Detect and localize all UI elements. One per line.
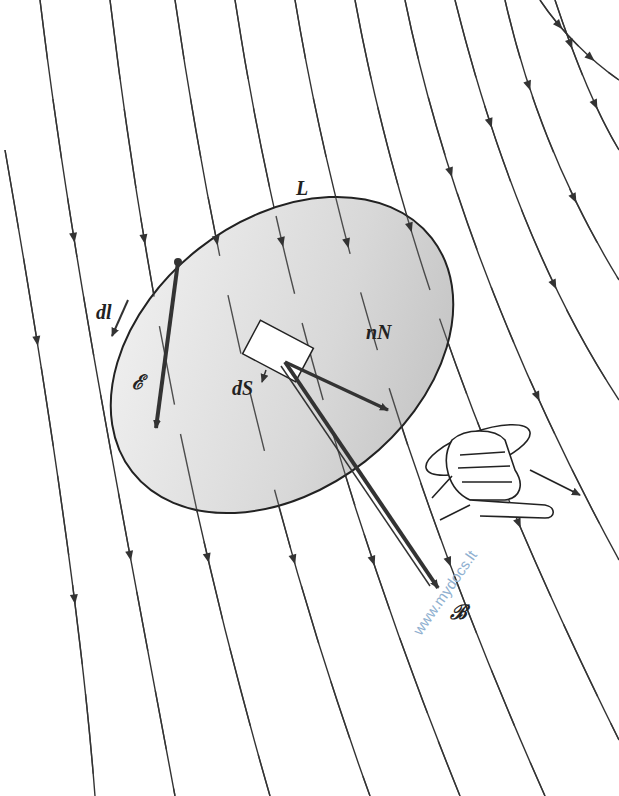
surface-patch bbox=[49, 132, 515, 579]
e-vector bbox=[156, 262, 178, 428]
symbol-label: nN bbox=[366, 322, 392, 342]
symbol-label: dl bbox=[96, 302, 112, 322]
right-hand bbox=[420, 414, 580, 520]
symbol-label: dS bbox=[232, 378, 253, 398]
field-line bbox=[505, 0, 619, 280]
area-element bbox=[243, 320, 314, 382]
symbol-label: ℰ bbox=[132, 372, 144, 392]
b-vector bbox=[285, 362, 438, 588]
field-line bbox=[455, 0, 619, 400]
field-line bbox=[5, 150, 95, 796]
field-line bbox=[555, 0, 619, 150]
symbol-label: L bbox=[296, 178, 308, 198]
symbol-label: ℬ bbox=[450, 602, 467, 622]
